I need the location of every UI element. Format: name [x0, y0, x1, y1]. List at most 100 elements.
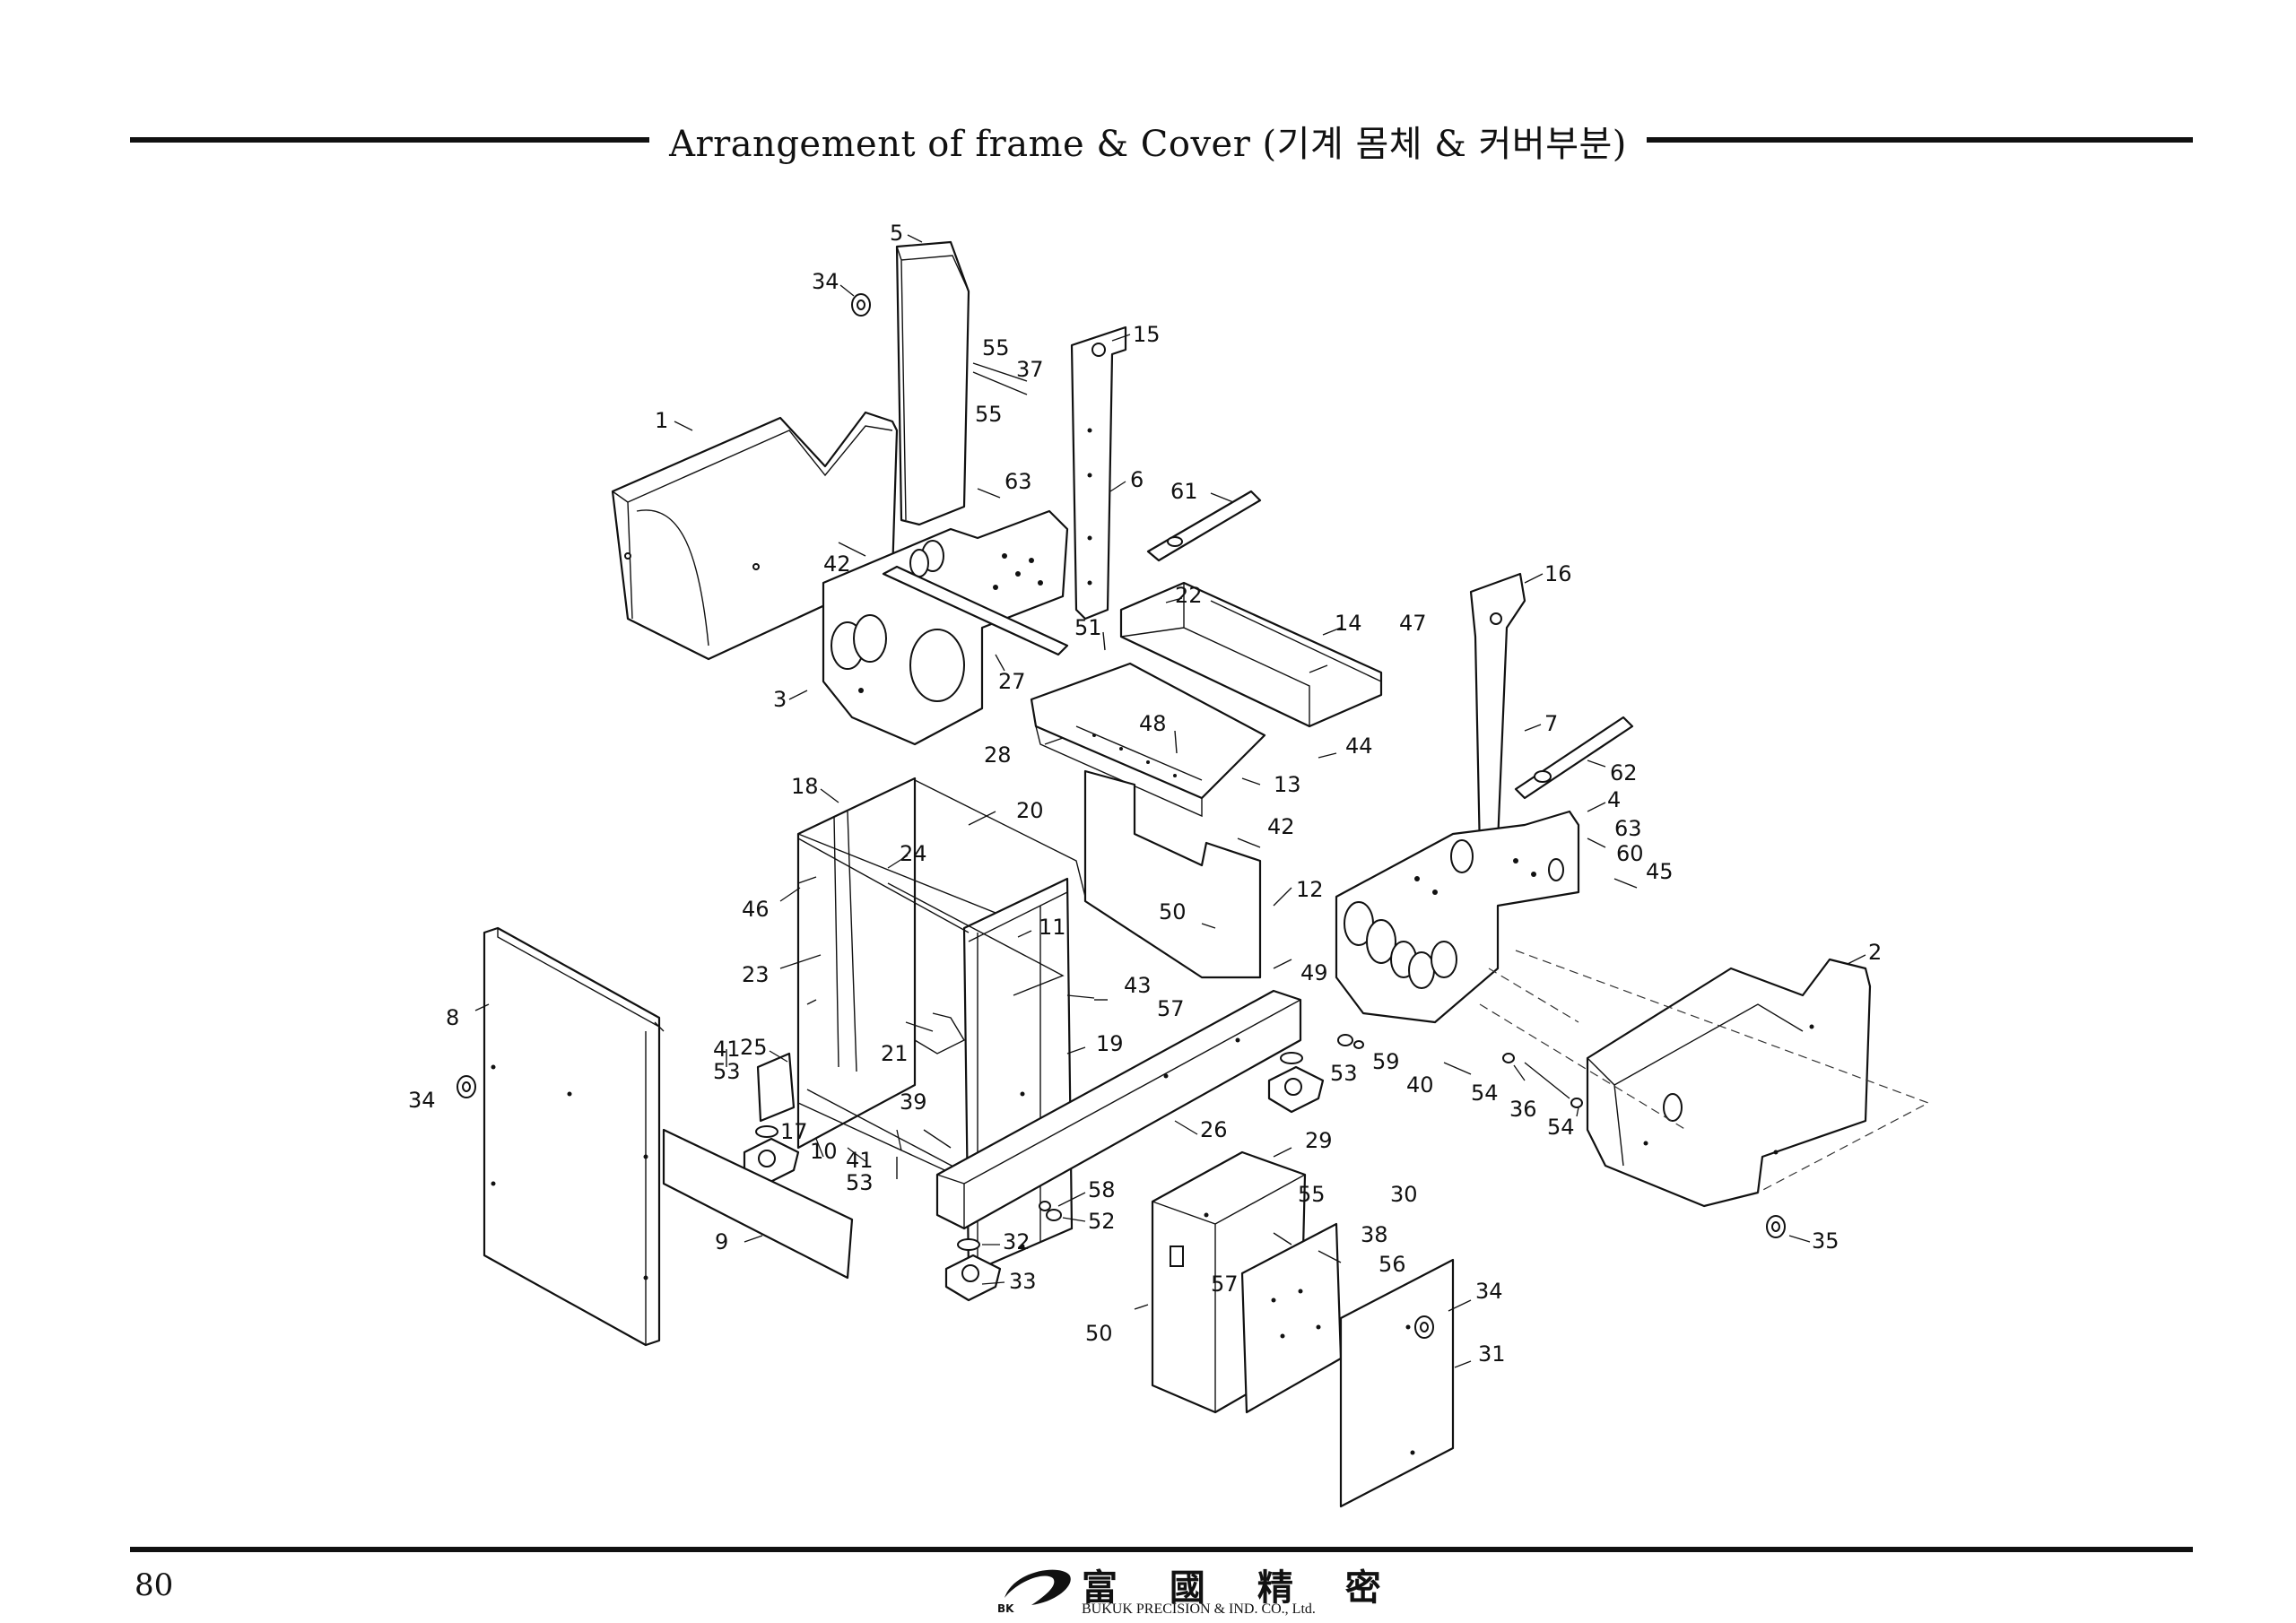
part-8-left-panel [483, 926, 665, 1347]
logo-hanja: 富 國 精 密 [1082, 1567, 1401, 1609]
callout-1: 1 [655, 408, 668, 433]
callout-36: 36 [1509, 1097, 1537, 1122]
part-3-left-side-plate [822, 509, 1069, 746]
knob-35 [1766, 1215, 1786, 1238]
callout-59: 59 [1372, 1049, 1400, 1074]
callout-40: 40 [1406, 1072, 1434, 1098]
knob-34-left [457, 1075, 476, 1098]
callout-42: 42 [823, 551, 851, 577]
callout-34: 34 [408, 1088, 436, 1113]
company-name: BUKUK PRECISION & IND. CO., Ltd. [1082, 1601, 1316, 1617]
page-number: 80 [135, 1567, 174, 1603]
part-27-rail [882, 565, 1069, 656]
callout-39: 39 [900, 1089, 927, 1115]
callout-51: 51 [1074, 615, 1102, 640]
nut-54b [1570, 1098, 1583, 1108]
callout-44: 44 [1345, 733, 1373, 759]
part-number-labels: 5 34 15 55 37 55 1 63 6 61 42 22 16 51 1… [408, 221, 1882, 1367]
header-rule-right [1610, 137, 2193, 143]
bk-logo-mark: BK [997, 1602, 1014, 1615]
callout-31: 31 [1478, 1341, 1506, 1367]
part-2-right-cover [1586, 958, 1872, 1208]
part-62-right-bar-plate [1514, 716, 1634, 800]
callout-57: 57 [1211, 1271, 1239, 1297]
callout-45: 45 [1646, 859, 1674, 884]
callout-9: 9 [715, 1229, 728, 1254]
callout-37: 37 [1016, 357, 1044, 382]
callout-57: 57 [1157, 996, 1185, 1021]
callout-23: 23 [742, 962, 770, 987]
callout-47: 47 [1399, 611, 1427, 636]
callout-15: 15 [1133, 322, 1161, 347]
callout-58: 58 [1088, 1177, 1116, 1202]
callout-24: 24 [900, 841, 927, 866]
callout-10: 10 [810, 1139, 838, 1164]
part-5-vertical-cover [895, 240, 970, 526]
callout-3: 3 [773, 687, 787, 712]
callout-27: 27 [998, 669, 1026, 694]
callout-61: 61 [1170, 479, 1198, 504]
part-28-13-tray [1030, 662, 1266, 818]
callout-7: 7 [1544, 711, 1558, 736]
part-12-back-plate [1083, 769, 1262, 979]
part-4-right-side-plate [1335, 810, 1580, 1024]
callout-55: 55 [1298, 1182, 1326, 1207]
callout-52: 52 [1088, 1209, 1116, 1234]
nut-52 [1046, 1209, 1062, 1221]
header-rule-left [130, 137, 713, 143]
part-16-7-right-bracket [1469, 572, 1526, 854]
callout-11: 11 [1039, 915, 1066, 940]
callout-34: 34 [1475, 1279, 1503, 1304]
callout-56: 56 [1378, 1252, 1406, 1277]
callout-14: 14 [1335, 611, 1362, 636]
callout-53: 53 [713, 1059, 741, 1084]
part-31-door [1339, 1258, 1455, 1508]
callout-60: 60 [1616, 841, 1644, 866]
callout-63: 63 [1004, 469, 1032, 494]
callout-46: 46 [742, 897, 770, 922]
page-header: Arrangement of frame & Cover (기계 몸체 & 커버… [0, 0, 2296, 215]
nut-59 [1353, 1040, 1364, 1049]
callout-35: 35 [1812, 1228, 1839, 1254]
callout-32: 32 [1003, 1229, 1031, 1254]
part-25-block [756, 1052, 796, 1123]
callout-54: 54 [1471, 1081, 1499, 1106]
callout-17: 17 [780, 1119, 808, 1144]
bk-logo-icon: BK [997, 1569, 1071, 1615]
page-title-text: Arrangement of frame & Cover (기계 몸체 & 커버… [649, 124, 1647, 165]
callout-63: 63 [1614, 816, 1642, 841]
callout-62: 62 [1610, 760, 1638, 785]
callout-22: 22 [1175, 583, 1203, 608]
callout-30: 30 [1390, 1182, 1418, 1207]
part-61-bar-plate [1146, 490, 1262, 562]
callout-26: 26 [1200, 1117, 1228, 1142]
callout-2: 2 [1868, 940, 1882, 965]
part-26-base-beam [935, 989, 1302, 1230]
callout-25: 25 [740, 1035, 768, 1060]
callout-55: 55 [982, 335, 1010, 360]
callout-5: 5 [890, 221, 903, 246]
foot-33 [944, 1254, 1002, 1302]
callout-42: 42 [1267, 814, 1295, 839]
callout-33: 33 [1009, 1269, 1037, 1294]
callout-53: 53 [1330, 1061, 1358, 1086]
callout-53: 53 [846, 1170, 874, 1195]
page-title: Arrangement of frame & Cover (기계 몸체 & 커버… [0, 115, 2296, 167]
callout-8: 8 [446, 1005, 459, 1030]
part-9-strip [662, 1128, 854, 1280]
washer-foot-right [1280, 1052, 1303, 1064]
part-6-vertical-bracket [1070, 325, 1127, 621]
dash-right-cover-alignment [1479, 950, 1930, 1193]
knob-34-top [851, 293, 871, 317]
callout-18: 18 [791, 774, 819, 799]
callout-13: 13 [1274, 772, 1301, 797]
callout-50: 50 [1159, 899, 1187, 924]
knob-34-door [1414, 1315, 1434, 1339]
washer-foot-17 [755, 1125, 778, 1138]
callout-16: 16 [1544, 561, 1572, 586]
washer-32 [957, 1238, 980, 1251]
callout-29: 29 [1305, 1128, 1333, 1153]
callout-49: 49 [1300, 960, 1328, 985]
callout-12: 12 [1296, 877, 1324, 902]
